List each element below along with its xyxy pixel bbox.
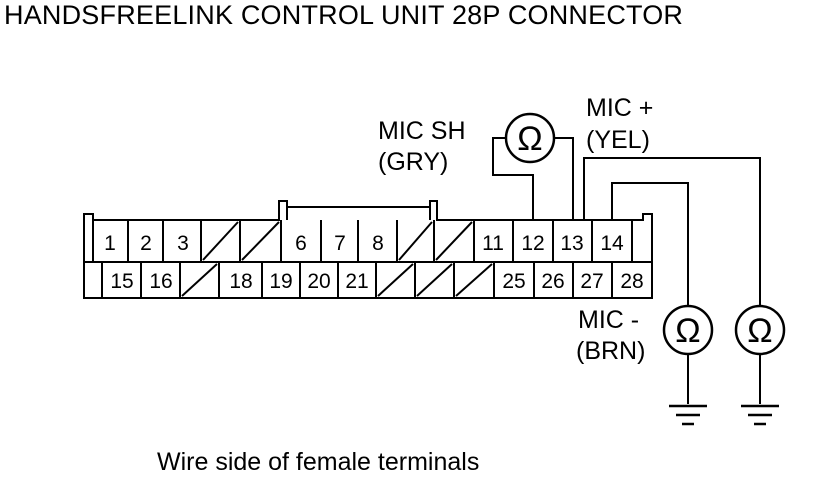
terminal-number: 13 — [560, 232, 583, 255]
wire-mic-minus — [611, 182, 689, 306]
terminal-number: 8 — [372, 232, 384, 255]
ohmmeter-icon: Ω — [504, 112, 556, 164]
diagram-title: HANDSFREELINK CONTROL UNIT 28P CONNECTOR — [4, 0, 684, 30]
wire-mic-sh — [492, 137, 534, 220]
terminal-number: 21 — [345, 270, 368, 293]
terminal-number: 28 — [620, 270, 643, 293]
ohmmeter-icon: Ω — [734, 304, 786, 356]
terminal-number: 20 — [307, 270, 330, 293]
terminal-numbers-top: 1 2 3 6 7 8 11 12 13 14 — [104, 232, 624, 255]
wire-meter-to-pin-13 — [554, 137, 574, 220]
label-mic-plus: MIC + — [586, 94, 653, 122]
terminal-number: 6 — [295, 232, 307, 255]
terminal-number: 12 — [521, 232, 544, 255]
terminal-number: 19 — [269, 270, 292, 293]
terminal-number: 18 — [229, 270, 252, 293]
terminal-number: 3 — [177, 232, 189, 255]
connector-latch — [286, 207, 431, 220]
terminal-number: 11 — [482, 232, 504, 255]
ohmmeter-icon: Ω — [662, 304, 714, 356]
ground-icon — [741, 404, 779, 426]
top-row-dividers — [92, 220, 633, 262]
terminal-number: 7 — [334, 232, 346, 255]
label-mic-minus-color: (BRN) — [576, 337, 645, 365]
label-mic-plus-color: (YEL) — [586, 126, 650, 154]
terminal-number: 25 — [502, 270, 525, 293]
empty-cavity-marks — [181, 221, 493, 297]
label-mic-sh-color: (GRY) — [378, 148, 448, 176]
svg-text:Ω: Ω — [747, 312, 772, 350]
terminal-number: 27 — [580, 270, 603, 293]
wire-mic-plus — [583, 157, 761, 306]
diagram-caption: Wire side of female terminals — [157, 448, 480, 476]
terminal-number: 26 — [541, 270, 564, 293]
terminal-number: 1 — [104, 232, 116, 255]
label-mic-sh: MIC SH — [378, 117, 466, 145]
svg-text:Ω: Ω — [517, 120, 542, 158]
svg-text:Ω: Ω — [675, 312, 700, 350]
terminal-number: 2 — [140, 232, 152, 255]
ground-icon — [669, 404, 707, 426]
label-mic-minus: MIC - — [578, 306, 639, 334]
bottom-row-dividers — [101, 262, 613, 298]
terminal-numbers-bottom: 15 16 18 19 20 21 25 26 27 28 — [110, 270, 643, 293]
terminal-number: 15 — [110, 270, 133, 293]
terminal-number: 16 — [149, 270, 172, 293]
terminal-number: 14 — [600, 232, 624, 255]
